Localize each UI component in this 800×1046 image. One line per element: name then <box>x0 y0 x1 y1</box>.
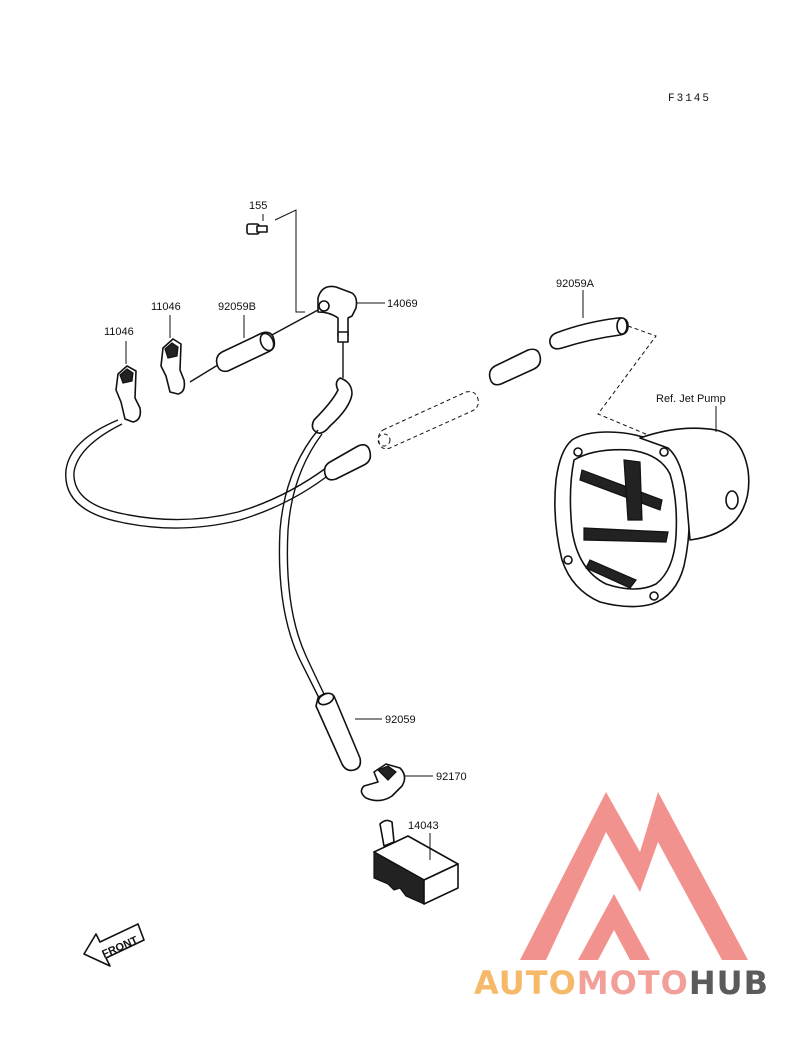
front-arrow: FRONT <box>83 923 145 967</box>
strainer-dashed <box>377 391 479 450</box>
dashed-92059A-to-pump <box>597 325 673 455</box>
label-11046-lower: 11046 <box>104 326 134 338</box>
tube-connector-center[interactable] <box>323 444 372 481</box>
tube-connector-right[interactable] <box>488 348 542 386</box>
leader-155 <box>274 209 305 313</box>
bolt-155[interactable] <box>246 214 268 235</box>
hose-long-vertical-b <box>286 433 327 699</box>
watermark-logo <box>520 792 748 960</box>
hose-long-vertical <box>278 429 321 701</box>
label-92059A: 92059A <box>556 278 595 290</box>
clamp-92170[interactable] <box>360 763 406 802</box>
hose-loop-left-inner <box>73 423 327 521</box>
hose-loop-left <box>65 419 331 529</box>
label-14043: 14043 <box>408 820 439 832</box>
watermark-brand-auto: AUTO <box>474 964 577 1002</box>
hose-92059A[interactable] <box>549 317 629 350</box>
jet-pump-housing <box>554 427 750 608</box>
label-155: 155 <box>249 200 267 212</box>
label-92059B: 92059B <box>218 301 256 313</box>
figure-code: F3145 <box>668 93 711 105</box>
tube-92059[interactable] <box>315 691 362 772</box>
filter-14043[interactable] <box>373 819 459 905</box>
watermark-brand-moto: MOTO <box>577 964 689 1002</box>
tube-92059B[interactable] <box>215 331 277 373</box>
watermark-brand-hub: HUB <box>689 964 769 1002</box>
hose-line-upper <box>269 309 319 337</box>
label-14069: 14069 <box>387 298 418 310</box>
hose-elbow-down[interactable] <box>311 377 353 434</box>
clip-11046-lower[interactable] <box>115 365 142 423</box>
label-11046-upper: 11046 <box>151 301 181 313</box>
watermark-brand: AUTOMOTOHUB <box>474 964 769 1002</box>
clip-11046-upper[interactable] <box>160 338 186 395</box>
elbow-fitting-14069[interactable] <box>317 285 358 343</box>
label-92059: 92059 <box>385 714 416 726</box>
label-ref-jet-pump: Ref. Jet Pump <box>656 393 726 405</box>
label-92170: 92170 <box>436 771 467 783</box>
